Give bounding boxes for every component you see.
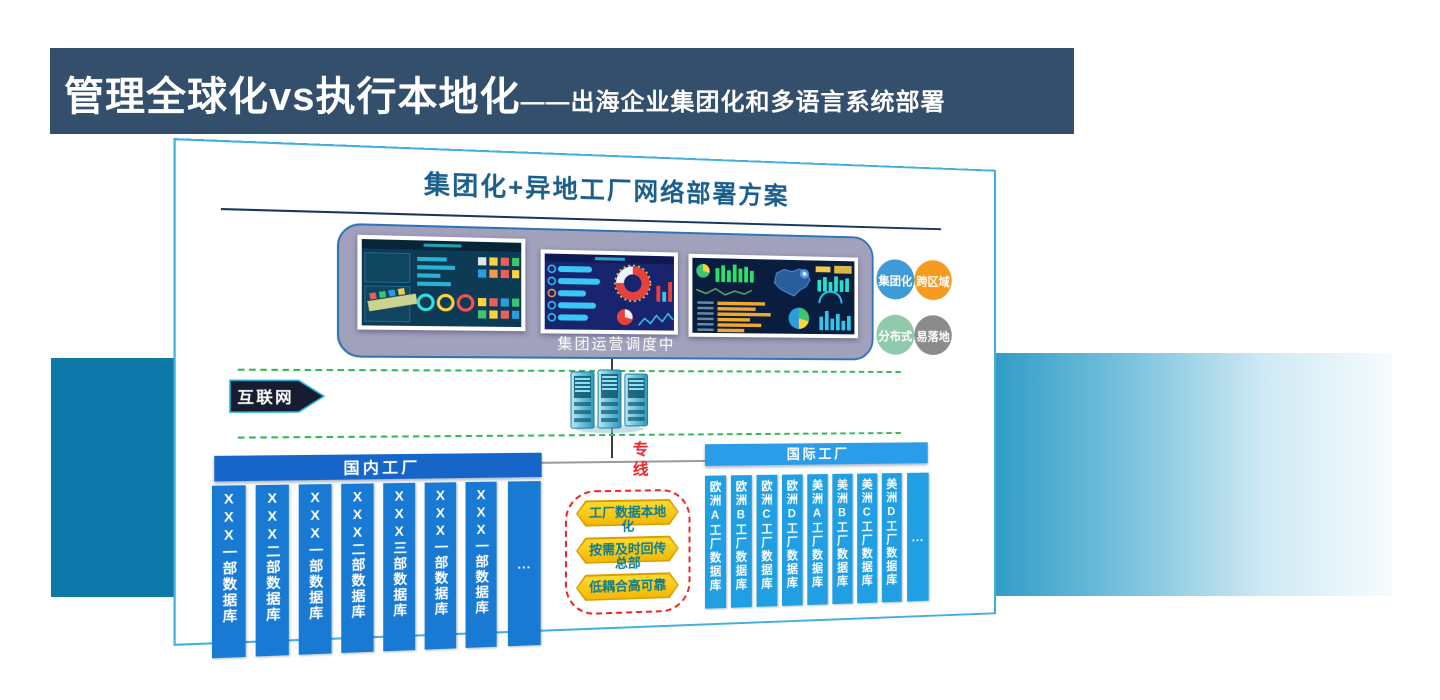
group-panel-caption: 集团运营调度中 xyxy=(557,335,676,354)
kpi-dashboard-image xyxy=(544,253,674,331)
internet-arrow-icon xyxy=(229,379,326,413)
factory-link-line xyxy=(541,459,705,464)
domestic-db-bar: XXX一部数据库 xyxy=(424,482,457,650)
dedicated-line-label: 专线 xyxy=(629,440,647,481)
strategy-label: 低耦合高可靠 xyxy=(589,577,667,595)
db-label: 美洲C工厂数据库 xyxy=(860,478,874,588)
badge-label: 易落地 xyxy=(916,329,950,344)
db-label: XXX三部数据库 xyxy=(391,488,408,619)
intl-db-bar: 美洲A工厂数据库 xyxy=(807,474,828,606)
domestic-db-bar-more: ... xyxy=(507,481,541,647)
strategy-label: 按需及时回传总部 xyxy=(589,540,667,571)
db-label: 美洲B工厂数据库 xyxy=(835,478,849,589)
intl-db-bar: 美洲B工厂数据库 xyxy=(832,473,853,605)
db-label: 美洲A工厂数据库 xyxy=(810,478,824,590)
strategy-item: 工厂数据本地化 xyxy=(576,499,679,534)
intl-db-bar: 欧洲A工厂数据库 xyxy=(704,475,727,609)
domestic-factory-header: 国内工厂 xyxy=(214,452,542,482)
db-label: XXX一部数据库 xyxy=(306,489,324,622)
diagram-title: 集团化+异地工厂网络部署方案 xyxy=(423,170,790,211)
capability-badge: 集团化 xyxy=(876,258,915,300)
domestic-db-bar: XXX二部数据库 xyxy=(255,484,289,657)
dashboard-screen-3 xyxy=(688,253,859,339)
db-label: 欧洲B工厂数据库 xyxy=(734,480,748,592)
badge-label: 集团化 xyxy=(878,273,913,288)
right-gradient-band xyxy=(992,353,1392,596)
intl-db-bar: 美洲C工厂数据库 xyxy=(857,473,878,604)
capability-badge: 跨区域 xyxy=(914,259,952,301)
strategy-label: 工厂数据本地化 xyxy=(589,504,667,534)
intl-db-bar: 美洲D工厂数据库 xyxy=(881,472,902,603)
intl-db-bar: 欧洲C工厂数据库 xyxy=(756,474,778,607)
dashboard-screen-2 xyxy=(540,249,678,335)
db-label: XXX一部数据库 xyxy=(473,486,489,616)
domestic-db-bar: XXX一部数据库 xyxy=(465,481,497,648)
db-label: XXX二部数据库 xyxy=(263,490,281,624)
deployment-diagram-panel: 集团化+异地工厂网络部署方案 xyxy=(173,138,996,659)
server-cluster xyxy=(567,368,653,440)
db-label: 欧洲A工厂数据库 xyxy=(708,480,722,593)
domestic-db-bar: XXX二部数据库 xyxy=(341,483,374,654)
db-label: 美洲D工厂数据库 xyxy=(884,477,898,587)
badge-label: 跨区域 xyxy=(916,274,950,289)
dashboard-screen-1 xyxy=(357,234,526,332)
group-operations-panel: 集团运营调度中 xyxy=(336,222,874,361)
domestic-db-bar: XXX一部数据库 xyxy=(211,485,246,659)
internet-label: 互联网 xyxy=(237,388,294,407)
capability-badge: 易落地 xyxy=(914,314,952,356)
strategy-item: 按需及时回传总部 xyxy=(576,535,679,571)
international-factory-header: 国际工厂 xyxy=(704,442,928,466)
domestic-db-bar: XXX三部数据库 xyxy=(383,482,416,652)
db-label: XXX二部数据库 xyxy=(349,488,366,621)
internet-tag: 互联网 xyxy=(229,379,326,413)
map-dashboard-image xyxy=(692,257,855,335)
server-rack-icon xyxy=(567,368,653,434)
db-label: 欧洲D工厂数据库 xyxy=(785,479,799,591)
db-label: XXX一部数据库 xyxy=(220,490,238,625)
slide-title: 管理全球化vs执行本地化——出海企业集团化和多语言系统部署 xyxy=(64,64,946,122)
intl-db-bar-more: ... xyxy=(907,472,929,602)
strategy-item: 低耦合高可靠 xyxy=(576,572,679,595)
badge-label: 分布式 xyxy=(878,329,913,344)
intl-db-bar: 欧洲D工厂数据库 xyxy=(782,474,803,606)
db-label: XXX一部数据库 xyxy=(432,487,449,618)
intl-db-bar: 欧洲B工厂数据库 xyxy=(730,475,752,608)
domestic-db-bar: XXX一部数据库 xyxy=(298,484,332,655)
factory-dashboard-image xyxy=(361,239,522,328)
slide-title-main: 管理全球化vs执行本地化 xyxy=(64,75,521,119)
title-banner: 管理全球化vs执行本地化——出海企业集团化和多语言系统部署 xyxy=(50,48,1074,134)
slide-title-sub: ——出海企业集团化和多语言系统部署 xyxy=(520,89,946,116)
capability-badge: 分布式 xyxy=(876,314,915,355)
db-label: 欧洲C工厂数据库 xyxy=(759,479,774,592)
